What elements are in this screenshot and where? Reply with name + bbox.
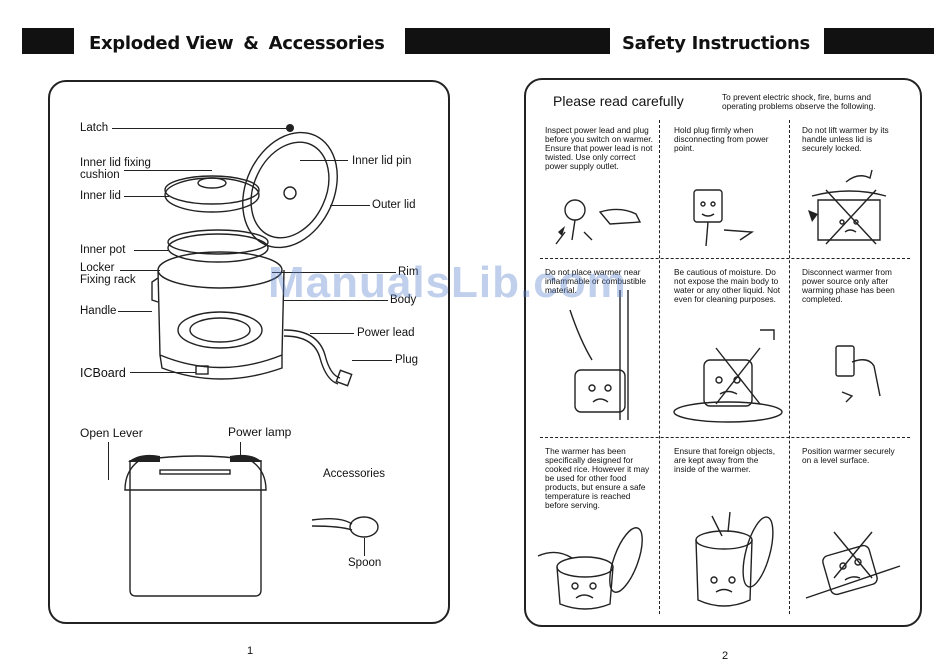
leader-inner-lid-pin xyxy=(300,160,348,161)
label-body: Body xyxy=(390,294,417,306)
safety-intro: To prevent electric shock, fire, burns a… xyxy=(722,92,876,111)
safety-cell-7: The warmer has been specifically designe… xyxy=(545,446,650,510)
label-inner-lid: Inner lid xyxy=(80,190,121,202)
watermark: ManualsLib.com xyxy=(268,258,627,307)
safety-panel xyxy=(524,78,922,627)
label-outer-lid: Outer lid xyxy=(372,199,416,211)
label-plug: Plug xyxy=(395,354,419,366)
label-inner-lid-pin: Inner lid pin xyxy=(352,155,412,167)
label-locker-fixing-rack: Locker Fixing rack xyxy=(80,262,136,286)
header-bar-left-b xyxy=(405,28,610,54)
leader-icboard xyxy=(130,372,196,373)
page-number-left: 1 xyxy=(247,645,254,657)
grid-divider-v2 xyxy=(789,120,790,614)
safety-cell-3: Do not lift warmer by its handle unless … xyxy=(802,125,889,153)
leader-power-lamp xyxy=(240,442,241,460)
leader-cushion xyxy=(124,170,212,171)
header-bar-left-a xyxy=(22,28,74,54)
title-ampersand: & xyxy=(243,33,259,54)
leader-locker xyxy=(120,270,160,271)
leader-inner-lid xyxy=(124,196,169,197)
label-power-lead: Power lead xyxy=(357,327,415,339)
grid-divider-h1 xyxy=(540,258,910,259)
leader-handle xyxy=(118,311,152,312)
grid-divider-v1 xyxy=(659,120,660,614)
label-handle: Handle xyxy=(80,305,117,317)
label-power-lamp: Power lamp xyxy=(228,425,292,439)
title-exploded-view: Exploded View xyxy=(89,33,234,54)
leader-latch xyxy=(112,128,288,129)
header-bar-right xyxy=(824,28,934,54)
page-title-left: Exploded View & Accessories xyxy=(89,33,385,54)
safety-cell-1: Inspect power lead and plug before you s… xyxy=(545,125,653,171)
safety-cell-8: Ensure that foreign objects, are kept aw… xyxy=(674,446,776,474)
label-icboard: ICBoard xyxy=(80,366,126,380)
please-read-heading: Please read carefully xyxy=(553,93,684,109)
safety-cell-4: Do not place warmer near inflammable or … xyxy=(545,267,646,295)
leader-power-lead xyxy=(310,333,354,334)
leader-plug xyxy=(352,360,392,361)
exploded-view-panel xyxy=(48,80,450,624)
page-number-right: 2 xyxy=(722,650,729,662)
label-inner-lid-fixing-cushion: Inner lid fixing cushion xyxy=(80,157,151,181)
leader-open-lever xyxy=(108,442,109,480)
leader-outer-lid xyxy=(330,205,370,206)
label-inner-pot: Inner pot xyxy=(80,244,126,256)
label-open-lever: Open Lever xyxy=(80,426,143,440)
label-latch: Latch xyxy=(80,122,109,134)
title-accessories: Accessories xyxy=(268,33,385,54)
leader-spoon xyxy=(364,538,365,556)
label-spoon: Spoon xyxy=(348,557,382,569)
label-rim: Rim xyxy=(398,266,419,278)
page-title-right: Safety Instructions xyxy=(622,33,810,54)
label-accessories: Accessories xyxy=(323,468,385,480)
leader-rim xyxy=(272,272,396,273)
safety-cell-5: Be cautious of moisture. Do not expose t… xyxy=(674,267,781,304)
leader-inner-pot xyxy=(134,250,168,251)
safety-cell-6: Disconnect warmer from power source only… xyxy=(802,267,895,304)
leader-body xyxy=(284,300,388,301)
grid-divider-h2 xyxy=(540,437,910,438)
safety-cell-9: Position warmer securely on a level surf… xyxy=(802,446,895,465)
safety-cell-2: Hold plug firmly when disconnecting from… xyxy=(674,125,769,153)
